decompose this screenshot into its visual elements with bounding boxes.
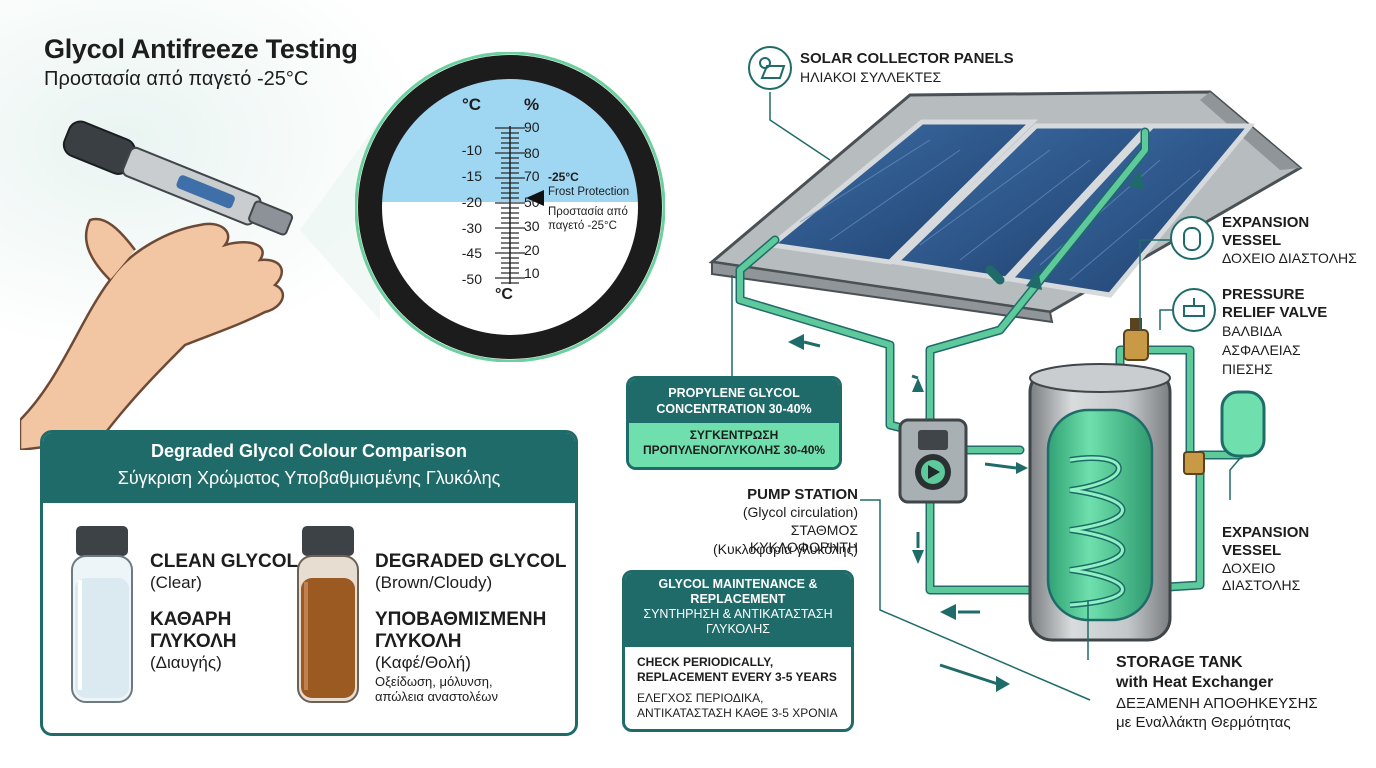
reading-pointer-icon — [526, 190, 544, 206]
celsius-tick-label: -15 — [461, 168, 482, 184]
degraded-vial-icon — [297, 526, 359, 703]
concentration-title: PROPYLENE GLYCOL CONCENTRATION 30-40% — [629, 379, 839, 423]
clean-greek-title: ΚΑΘΑΡΗ ΓΛΥΚΟΛΗ — [150, 609, 237, 652]
concentration-greek: ΣΥΓΚΕΝΤΡΩΣΗ ΠΡΟΠΥΛΕΝΟΓΛΥΚΟΛΗΣ 30-40% — [629, 423, 839, 467]
colour-comparison-header: Degraded Glycol Colour Comparison Σύγκρι… — [43, 433, 575, 503]
percent-tick-label: 30 — [524, 218, 540, 234]
percent-tick-label: 80 — [524, 145, 540, 161]
scale-unit-c-bottom: °C — [495, 286, 513, 303]
reading-value: -25°C — [548, 170, 579, 184]
celsius-tick-label: -45 — [461, 245, 482, 261]
degraded-greek-detail: Οξείδωση, μόλυνση, απώλεια αναστολέων — [375, 674, 498, 704]
pump-note: (Glycol circulation) — [742, 504, 858, 520]
concentration-box: PROPYLENE GLYCOL CONCENTRATION 30-40% ΣΥ… — [626, 376, 842, 470]
solar-title: SOLAR COLLECTOR PANELS — [800, 50, 1014, 67]
maintenance-box: GLYCOL MAINTENANCE & REPLACEMENT ΣΥΝΤΗΡΗ… — [622, 570, 854, 732]
sun-panel-icon — [748, 46, 792, 90]
maintenance-title: GLYCOL MAINTENANCE & REPLACEMENT — [658, 577, 818, 606]
tank-greek2: με Εναλλάκτη Θερμότητας — [1116, 714, 1291, 731]
reading-label: Frost Protection — [548, 186, 630, 198]
degraded-greek-title: ΥΠΟΒΑΘΜΙΣΜΕΝΗ ΓΛΥΚΟΛΗ — [375, 609, 547, 652]
refractometer-icon — [20, 120, 294, 450]
pump-greek: ΣΤΑΘΜΟΣ ΚΥΚΛΟΦΟΡΗΤΗ — [749, 522, 858, 555]
degraded-title: DEGRADED GLYCOL — [375, 551, 567, 572]
pump-title: PUMP STATION — [747, 486, 858, 503]
celsius-tick-label: -10 — [461, 142, 482, 158]
degraded-greek-note: (Καφέ/Θολή) — [375, 653, 471, 672]
celsius-tick-label: -30 — [461, 220, 482, 236]
pump-greek-note: (Κυκλοφορία γλυκόλης) — [712, 541, 858, 557]
maintenance-greek-title: ΣΥΝΤΗΡΗΣΗ & ΑΝΤΙΚΑΤΑΣΤΑΣΗ ΓΛΥΚΟΛΗΣ — [643, 607, 833, 636]
tank-title2: with Heat Exchanger — [1116, 674, 1274, 691]
percent-tick-label: 70 — [524, 168, 540, 184]
expansion-vessel-icon — [1170, 216, 1214, 260]
colour-comparison-subtitle: Σύγκριση Χρώματος Υποβαθμισμένης Γλυκόλη… — [117, 468, 501, 488]
valve-icon — [1172, 288, 1216, 332]
maintenance-greek-body: ΕΛΕΓΧΟΣ ΠΕΡΙΟΔΙΚΑ, ΑΝΤΙΚΑΤΑΣΤΑΣΗ ΚΑΘΕ 3-… — [637, 691, 838, 720]
percent-tick-label: 20 — [524, 242, 540, 258]
clean-title: CLEAN GLYCOL — [150, 551, 299, 572]
solar-system-diagram — [708, 90, 1303, 701]
celsius-tick-label: -50 — [461, 271, 482, 287]
page-subtitle: Προστασία από παγετό -25°C — [44, 68, 309, 90]
page-title: Glycol Antifreeze Testing — [44, 34, 358, 64]
scale-unit-c: °C — [462, 95, 482, 114]
celsius-tick-label: -20 — [461, 194, 482, 210]
pressure-valve-greek: ΒΑΛΒΙΔΑ ΑΣΦΑΛΕΙΑΣ ΠΙΕΣΗΣ — [1222, 323, 1301, 377]
expansion-side-title: EXPANSION VESSEL — [1222, 524, 1310, 559]
tank-greek: ΔΕΞΑΜΕΝΗ ΑΠΟΘΗΚΕΥΣΗΣ — [1116, 695, 1318, 712]
expansion-top-greek: ΔΟΧΕΙΟ ΔΙΑΣΤΟΛΗΣ — [1222, 250, 1357, 266]
percent-tick-label: 10 — [524, 265, 540, 281]
clean-note: (Clear) — [150, 573, 202, 592]
pressure-valve-title: PRESSURE RELIEF VALVE — [1222, 286, 1328, 321]
expansion-side-greek: ΔΟΧΕΙΟ ΔΙΑΣΤΟΛΗΣ — [1222, 560, 1301, 593]
expansion-top-title: EXPANSION VESSEL — [1222, 214, 1310, 249]
solar-greek: ΗΛΙΑΚΟΙ ΣΥΛΛΕΚΤΕΣ — [800, 69, 942, 85]
degraded-note: (Brown/Cloudy) — [375, 573, 493, 592]
colour-comparison-title: Degraded Glycol Colour Comparison — [150, 441, 468, 461]
reading-greek: Προστασία από παγετό -25°C — [548, 206, 628, 232]
maintenance-body: CHECK PERIODICALLY, REPLACEMENT EVERY 3-… — [637, 655, 837, 684]
clean-vial-icon — [71, 526, 133, 703]
clean-greek-note: (Διαυγής) — [150, 653, 222, 672]
tank-title: STORAGE TANK — [1116, 654, 1243, 671]
percent-tick-label: 90 — [524, 119, 540, 135]
scale-unit-pct: % — [524, 95, 540, 114]
refractometer-scale-view — [355, 52, 665, 362]
